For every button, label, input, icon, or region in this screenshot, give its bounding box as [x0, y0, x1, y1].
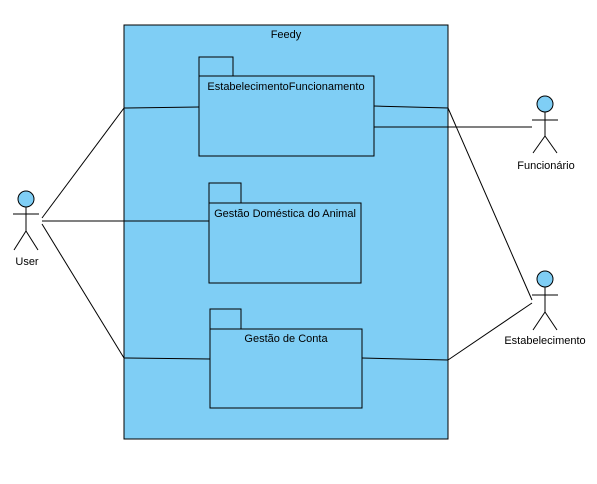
- assoc-right-pkg3: [361, 357, 449, 361]
- package-tab: [198, 56, 234, 77]
- package-tab: [209, 308, 242, 330]
- actor-leg-right: [544, 311, 558, 331]
- package-tab: [208, 182, 242, 204]
- actor-leg-right: [25, 230, 39, 251]
- actor-leg-left: [532, 135, 546, 154]
- package-gestao-domestica-animal[interactable]: Gestão Doméstica do Animal: [208, 182, 362, 284]
- associations: [41, 105, 533, 361]
- package-body: [209, 328, 363, 409]
- actor-leg-left: [13, 230, 27, 251]
- assoc-estabelecimento-bottom: [447, 302, 533, 361]
- package-label: Gestão de Conta: [244, 333, 328, 345]
- actor-funcionario[interactable]: Funcionário: [517, 95, 575, 172]
- package-estabelecimento-funcionamento[interactable]: EstabelecimentoFuncionamento: [198, 56, 375, 157]
- system-title: Feedy: [271, 29, 302, 41]
- actor-label: Funcionário: [517, 160, 574, 172]
- package-label: Gestão Doméstica do Animal: [214, 208, 356, 220]
- assoc-user-top: [41, 107, 125, 219]
- package-body: [198, 75, 375, 157]
- actor-head: [536, 270, 554, 288]
- assoc-estabelecimento-top: [447, 107, 533, 301]
- assoc-left-pkg1: [123, 106, 200, 109]
- actor-leg-right: [544, 135, 558, 154]
- actor-estabelecimento[interactable]: Estabelecimento: [504, 270, 586, 347]
- assoc-left-pkg3: [123, 357, 211, 360]
- actor-leg-left: [532, 311, 546, 331]
- actor-head: [17, 190, 35, 208]
- actor-user[interactable]: User: [13, 190, 39, 268]
- package-body: [208, 202, 362, 284]
- assoc-right-pkg1-a: [373, 105, 449, 109]
- package-gestao-de-conta[interactable]: Gestão de Conta: [209, 308, 363, 409]
- actor-label: Estabelecimento: [504, 335, 585, 347]
- actor-head: [536, 95, 554, 113]
- assoc-user-bottom: [41, 223, 125, 359]
- package-label: EstabelecimentoFuncionamento: [207, 81, 364, 93]
- actor-label: User: [15, 256, 39, 268]
